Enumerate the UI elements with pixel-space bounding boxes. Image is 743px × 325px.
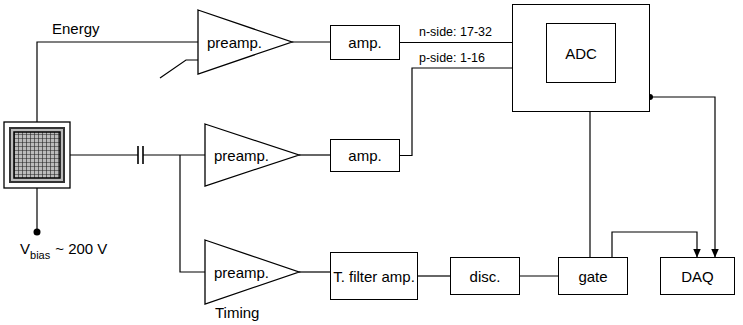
- subscript: bias: [30, 249, 50, 261]
- process-box: T. filter amp.: [330, 252, 418, 300]
- node-label: preamp.: [207, 34, 262, 51]
- strip-grid: [14, 132, 60, 178]
- process-box: disc.: [450, 257, 520, 295]
- process-box: ADC: [546, 23, 616, 83]
- channel-label: p-side: 1-16: [418, 51, 486, 65]
- node-label: T. filter amp.: [333, 268, 415, 285]
- signal-connector: [299, 154, 330, 155]
- detector-frame: [4, 122, 70, 188]
- preamp-triangle: preamp.: [198, 10, 292, 74]
- process-box: amp.: [330, 25, 400, 60]
- detector-ring: [10, 128, 64, 182]
- signal-name: Energy: [52, 20, 100, 37]
- node-label: amp.: [348, 147, 381, 164]
- voltage-symbol: V: [20, 240, 30, 257]
- channel-label: n-side: 17-32: [418, 25, 493, 39]
- process-box: gate: [558, 257, 628, 295]
- node-label: gate: [578, 268, 607, 285]
- signal-name: Timing: [215, 304, 259, 321]
- process-box: ADC: [512, 4, 650, 112]
- bias-label-group: Vbias ~ 200 V: [20, 240, 107, 258]
- signal-connector: [418, 275, 450, 276]
- node-label: preamp.: [214, 147, 269, 164]
- capacitor-symbol: [138, 146, 143, 164]
- voltage-value: ~ 200 V: [55, 240, 107, 257]
- signal-connector: [292, 41, 330, 42]
- signal-connector: [650, 97, 715, 257]
- preamp-triangle: preamp.: [205, 124, 299, 186]
- bias-terminal: [34, 229, 41, 236]
- energy-wire: [37, 42, 198, 122]
- node-label: preamp.: [214, 264, 269, 281]
- node-label: disc.: [470, 268, 501, 285]
- signal-connector: [612, 232, 697, 257]
- node-label: amp.: [348, 34, 381, 51]
- bias-wire: [36, 188, 37, 229]
- signal-connector: [299, 271, 330, 272]
- process-box: amp.: [330, 139, 400, 172]
- signal-connector: [520, 275, 558, 276]
- node-label: ADC: [565, 45, 597, 62]
- process-box: DAQ: [660, 257, 735, 295]
- preamp-triangle: preamp.: [205, 240, 299, 304]
- node-label: DAQ: [681, 268, 714, 285]
